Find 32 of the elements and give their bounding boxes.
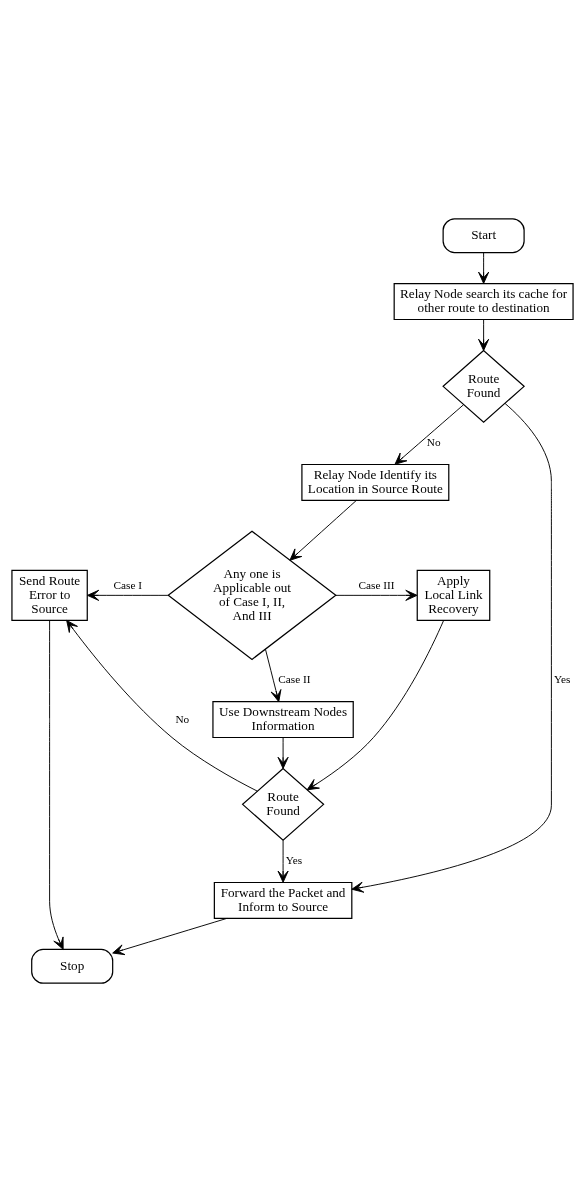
- arrow: [86, 589, 169, 601]
- edge-label: Yes: [285, 854, 303, 867]
- edge-label: No: [426, 436, 441, 449]
- node-box: Relay Node search its cache for other route to destination: [393, 283, 574, 321]
- node-box: Relay Node Identify its Location in Source Route: [301, 463, 450, 501]
- node-box: Apply Local Link Recovery: [416, 569, 491, 621]
- edge-label: No: [175, 712, 190, 725]
- node-diamond: Route Found: [442, 349, 526, 423]
- arrow: [49, 620, 64, 950]
- node-box: Forward the Packet and Inform to Source: [213, 881, 353, 919]
- arrow: [289, 499, 357, 561]
- node-box: Stop: [31, 948, 114, 984]
- edge-label: Case II: [278, 673, 311, 686]
- arrow: [277, 737, 289, 769]
- arrow: [306, 620, 445, 791]
- arrow: [265, 648, 282, 703]
- edge-label: Case III: [358, 579, 395, 592]
- arrow: [277, 839, 289, 883]
- arrow: [394, 404, 464, 465]
- edge-label: Yes: [554, 673, 571, 686]
- node-diamond: Route Found: [241, 767, 325, 841]
- arrow: [335, 589, 418, 601]
- arrow: [66, 619, 258, 792]
- edge-label: Case I: [113, 579, 142, 592]
- node-box: Use Downstream Nodes Information: [212, 701, 354, 739]
- arrow: [112, 917, 228, 956]
- arrow: [351, 403, 552, 893]
- arrow: [478, 252, 490, 284]
- arrow: [478, 319, 490, 351]
- node-diamond: Any one is Applicable out of Case I, II, And III: [167, 530, 337, 661]
- node-box: Send Route Error to Source: [11, 569, 88, 621]
- node-box: Start: [442, 218, 525, 254]
